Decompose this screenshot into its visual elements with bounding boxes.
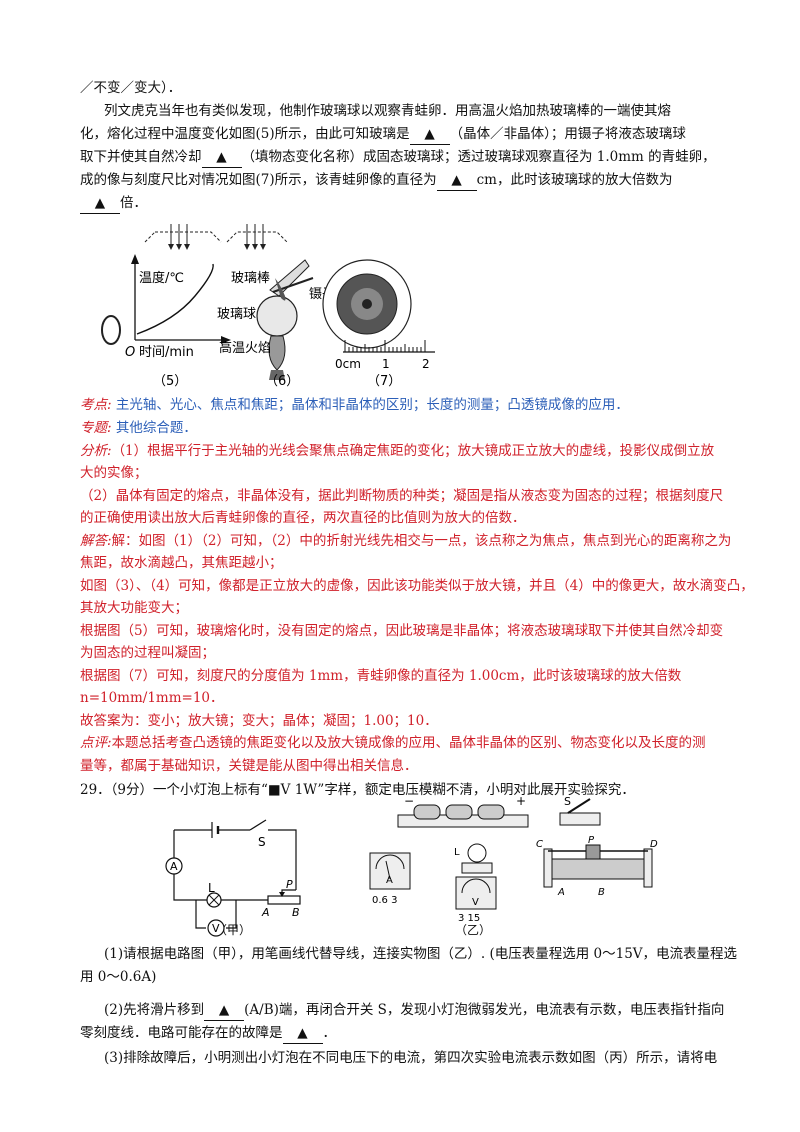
rheostat-b: B: [598, 887, 605, 898]
q29-part2-line1: (2)先将滑片移到▲(A/B)端，再闭合开关 S，发现小灯泡微弱发光，电流表有示…: [104, 1000, 754, 1021]
zhuanti-line: 专题: 其他综合题．: [80, 420, 197, 436]
rheostat-p: P: [588, 835, 595, 846]
voltmeter-symbol: V: [212, 922, 220, 935]
figure-6-glass-ball: 玻璃棒 镊子 玻璃球 高温火焰 （6）: [217, 224, 335, 389]
figure-7-ruler-view: 0cm 1 2 （7）: [322, 259, 435, 389]
jieda-line-2: 焦距，故水滴越凸，其焦距越小；: [80, 555, 283, 571]
q28-line-4: 取下并使其自然冷却▲（填物态变化名称）成固态玻璃球；透过玻璃球观察直径为 1.0…: [80, 147, 730, 168]
caption-jia: （甲）: [215, 923, 252, 937]
switch-label: S: [258, 835, 266, 849]
ammeter-device: A 0.6 3: [369, 852, 411, 906]
lamp-device: L: [454, 843, 493, 874]
switch-device-label: S: [564, 795, 571, 808]
voltmeter-device: V 3 15: [455, 876, 497, 924]
figure-7-caption: （7）: [367, 374, 401, 389]
lamp-device-label: L: [454, 847, 460, 858]
q28-line-2: 列文虎克当年也有类似发现，他制作玻璃球以观察青蛙卵．用高温火焰加热玻璃棒的一端使…: [104, 103, 671, 119]
jieda-line-8: n=10mm/1mm=10．: [80, 690, 224, 706]
circuit-schematic: [173, 819, 301, 929]
battery-box: − +: [397, 795, 529, 828]
circuit-diagram-jia: A V S L P A B: [165, 819, 301, 937]
answer-blank: ▲: [80, 193, 120, 214]
glass-rod-label: 玻璃棒: [231, 271, 270, 286]
q29-part1-line2: 用 0～0.6A): [80, 969, 157, 985]
kaodian-line: 考点: 主光轴、光心、焦点和焦距；晶体和非晶体的区别；长度的测量；凸透镜成像的应…: [80, 397, 629, 413]
jieda-line-5: 根据图（5）可知，玻璃熔化时，没有固定的熔点，因此玻璃是非晶体；将液态玻璃球取下…: [80, 623, 724, 639]
end-a-label: A: [261, 906, 270, 919]
answer-blank: ▲: [409, 124, 450, 145]
rheostat-c: C: [536, 839, 543, 850]
battery-minus: −: [404, 795, 414, 808]
fenxi-line-3: （2）晶体有固定的熔点，非晶体没有，据此判断物质的种类；凝固是指从液态变为固态的…: [80, 488, 724, 504]
q29-header: 29．（9分）一个小灯泡上标有“■V 1W”字样，额定电压模糊不清，小明对此展开…: [80, 782, 635, 798]
q29-part1-line1: (1)请根据电路图（甲），用笔画线代替导线，连接实物图（乙）. (电压表量程选用…: [104, 946, 738, 962]
rheostat-device: C D P A B: [536, 835, 658, 898]
fenxi-line-1: 分析:（1）根据平行于主光轴的光线会聚焦点确定焦距的变化；放大镜成正立放大的虚线…: [80, 443, 715, 459]
figure-5-melting-graph: 温度/℃ O 时间/min （5）: [101, 224, 231, 389]
fenxi-line-2: 大的实像；: [80, 465, 148, 481]
slider-label: P: [286, 878, 293, 891]
ruler-zero-label: 0cm: [335, 357, 361, 371]
time-axis-label: 时间/min: [139, 345, 194, 360]
ammeter-device-symbol: A: [386, 875, 393, 886]
caption-yi: （乙）: [455, 923, 492, 937]
ammeter-scale: 0.6 3: [372, 895, 397, 906]
fenxi-line-4: 的正确使用读出放大后青蛙卵像的直径，两次直径的比值则为放大的倍数．: [80, 510, 526, 526]
dianping-line-2: 量等，都属于基础知识，关键是能从图中得出相关信息．: [80, 758, 418, 774]
jieda-line-7: 根据图（7）可知，刻度尺的分度值为 1mm，青蛙卵像的直径为 1.00cm，此时…: [80, 668, 682, 684]
q28-line-3: 化，熔化过程中温度变化如图(5)所示，由此可知玻璃是▲（晶体／非晶体）；用镊子将…: [80, 124, 730, 145]
ruler-two-label: 2: [422, 357, 430, 371]
temperature-axis-label: 温度/℃: [139, 270, 184, 286]
rheostat-a: A: [557, 887, 565, 898]
dianping-line-1: 点评:本题总括考查凸透镜的焦距变化以及放大镜成像的应用、晶体非晶体的区别、物态变…: [80, 735, 706, 751]
glass-ball-label: 玻璃球: [217, 307, 256, 322]
answer-blank: ▲: [282, 1023, 323, 1044]
ruler-one-label: 1: [382, 357, 390, 371]
q29-part3-line1: (3)排除故障后，小明测出小灯泡在不同电压下的电流，第四次实验电流表示数如图（丙…: [104, 1050, 718, 1066]
answer-blank: ▲: [204, 1000, 245, 1021]
ammeter-symbol: A: [170, 860, 178, 873]
q28-line-5: 成的像与刻度尺比对情况如图(7)所示，该青蛙卵像的直径为▲cm，此时该玻璃球的放…: [80, 170, 730, 191]
q28-line-6: ▲倍．: [80, 193, 730, 214]
voltmeter-scale: 3 15: [458, 913, 480, 924]
answer-blank: ▲: [201, 147, 242, 168]
jieda-line-6: 为固态的过程叫凝固；: [80, 645, 215, 661]
answer-blank: ▲: [436, 170, 477, 191]
lamp-label: L: [208, 881, 215, 895]
voltmeter-device-symbol: V: [472, 897, 479, 908]
q29-part2-line2: 零刻度线．电路可能存在的故障是▲．: [80, 1023, 730, 1044]
jieda-line-4: 其放大功能变大；: [80, 600, 188, 616]
rheostat-d: D: [650, 839, 658, 850]
figure-5-caption: （5）: [153, 374, 187, 389]
origin-label: O: [125, 345, 135, 360]
switch-device: S: [559, 795, 601, 826]
apparatus-yi: − + S A 0.6 3 L V 3 15: [369, 795, 658, 924]
end-b-label: B: [292, 906, 300, 919]
jieda-line-3: 如图（3）、（4）可知，像都是正立放大的虚像，因此该功能类似于放大镜，并且（4）…: [80, 578, 754, 594]
figures-5-6-7: 温度/℃ O 时间/min （5） 玻璃棒 镊子 玻璃球 高温火焰 （6）: [101, 224, 435, 389]
figure-6-caption: （6）: [265, 374, 299, 389]
ruler-ticks: [344, 340, 426, 352]
answer-line: 故答案为：变小；放大镜；变大；晶体；凝固；1.00；10．: [80, 713, 438, 729]
battery-plus: +: [516, 795, 526, 808]
q28-line-1: ／不变／变大）．: [80, 80, 182, 96]
flame-label: 高温火焰: [219, 340, 271, 356]
jieda-line-1: 解答:解：如图（1）（2）可知，（2）中的折射光线先相交与一点，该点称之为焦点，…: [80, 533, 732, 549]
